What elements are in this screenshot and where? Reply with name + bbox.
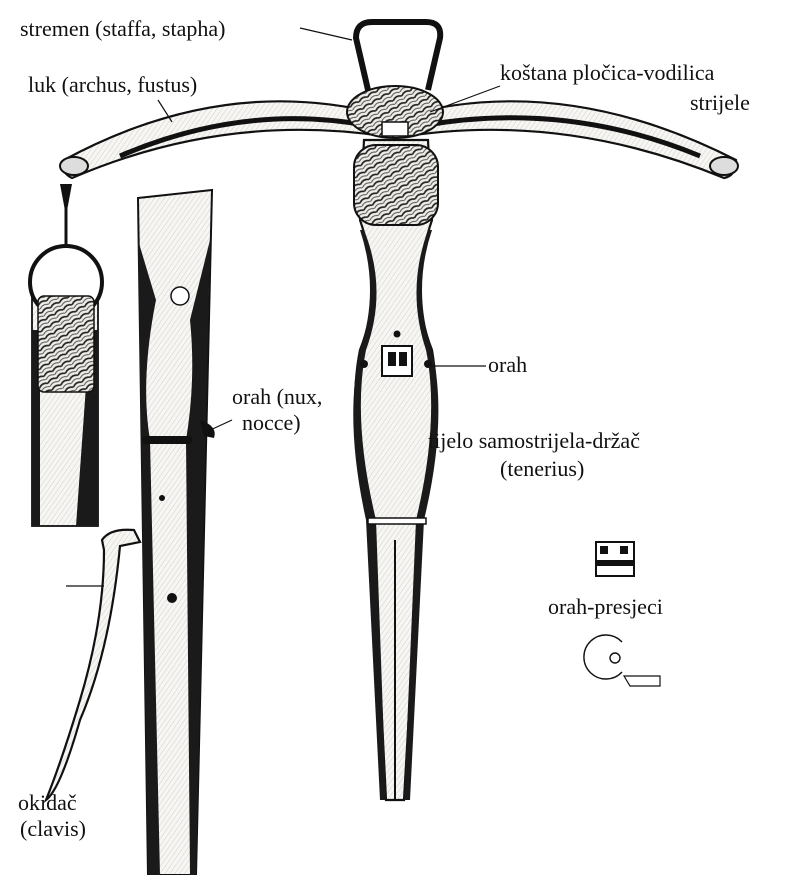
bone-plate-label: koštana pločica-vodilica	[500, 60, 715, 85]
stock-label-2: (tenerius)	[500, 456, 584, 481]
nut-sections-label: orah-presjeci	[548, 594, 663, 619]
nut-label: orah	[488, 352, 527, 377]
trigger-label: okidač	[18, 790, 77, 815]
bone-plate-label-2: strijele	[690, 90, 750, 115]
nut-left-label: orah (nux,	[232, 384, 322, 409]
bow-label: luk (archus, fustus)	[28, 72, 197, 97]
stirrup-label: stremen (staffa, stapha)	[20, 16, 225, 41]
stock-label: tijelo samostrijela-držač	[428, 428, 640, 453]
trigger-icon	[46, 530, 140, 800]
stirrup-icon	[356, 22, 440, 90]
nut-left-label-2: nocce)	[242, 410, 301, 435]
inset-detail	[30, 184, 102, 526]
trigger-label-2: (clavis)	[20, 816, 86, 841]
